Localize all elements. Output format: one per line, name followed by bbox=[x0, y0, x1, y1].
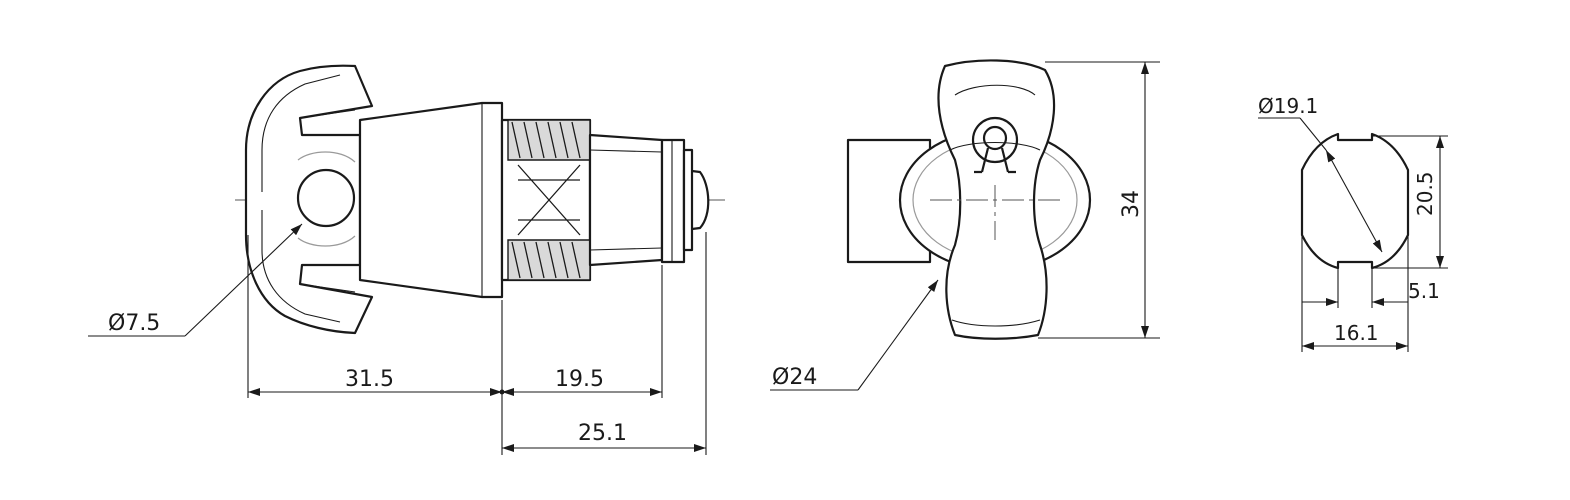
dim-front-diameter: Ø24 bbox=[772, 365, 817, 390]
side-view: Ø7.5 31.5 19.5 25.1 bbox=[88, 64, 730, 455]
dim-length-right: 19.5 bbox=[555, 367, 604, 392]
dim-front-height: 34 bbox=[1119, 190, 1144, 218]
dim-cutout-diameter: Ø19.1 bbox=[1258, 94, 1318, 118]
dim-length-thread: 25.1 bbox=[578, 421, 627, 446]
dim-cutout-width: 16.1 bbox=[1334, 321, 1379, 345]
dim-hole-diameter: Ø7.5 bbox=[108, 311, 160, 336]
cutout-view: Ø19.1 20.5 5.1 16.1 bbox=[1258, 94, 1448, 352]
brand-logo-icon bbox=[971, 116, 1019, 174]
tapered-body bbox=[358, 101, 504, 299]
dim-length-left: 31.5 bbox=[345, 367, 394, 392]
dim-cutout-offset: 5.1 bbox=[1408, 279, 1440, 303]
dim-cutout-flat: 20.5 bbox=[1413, 171, 1437, 216]
cutout-shape bbox=[1300, 132, 1410, 270]
front-view: Ø24 34 bbox=[770, 59, 1160, 391]
hole-circle bbox=[296, 168, 356, 228]
